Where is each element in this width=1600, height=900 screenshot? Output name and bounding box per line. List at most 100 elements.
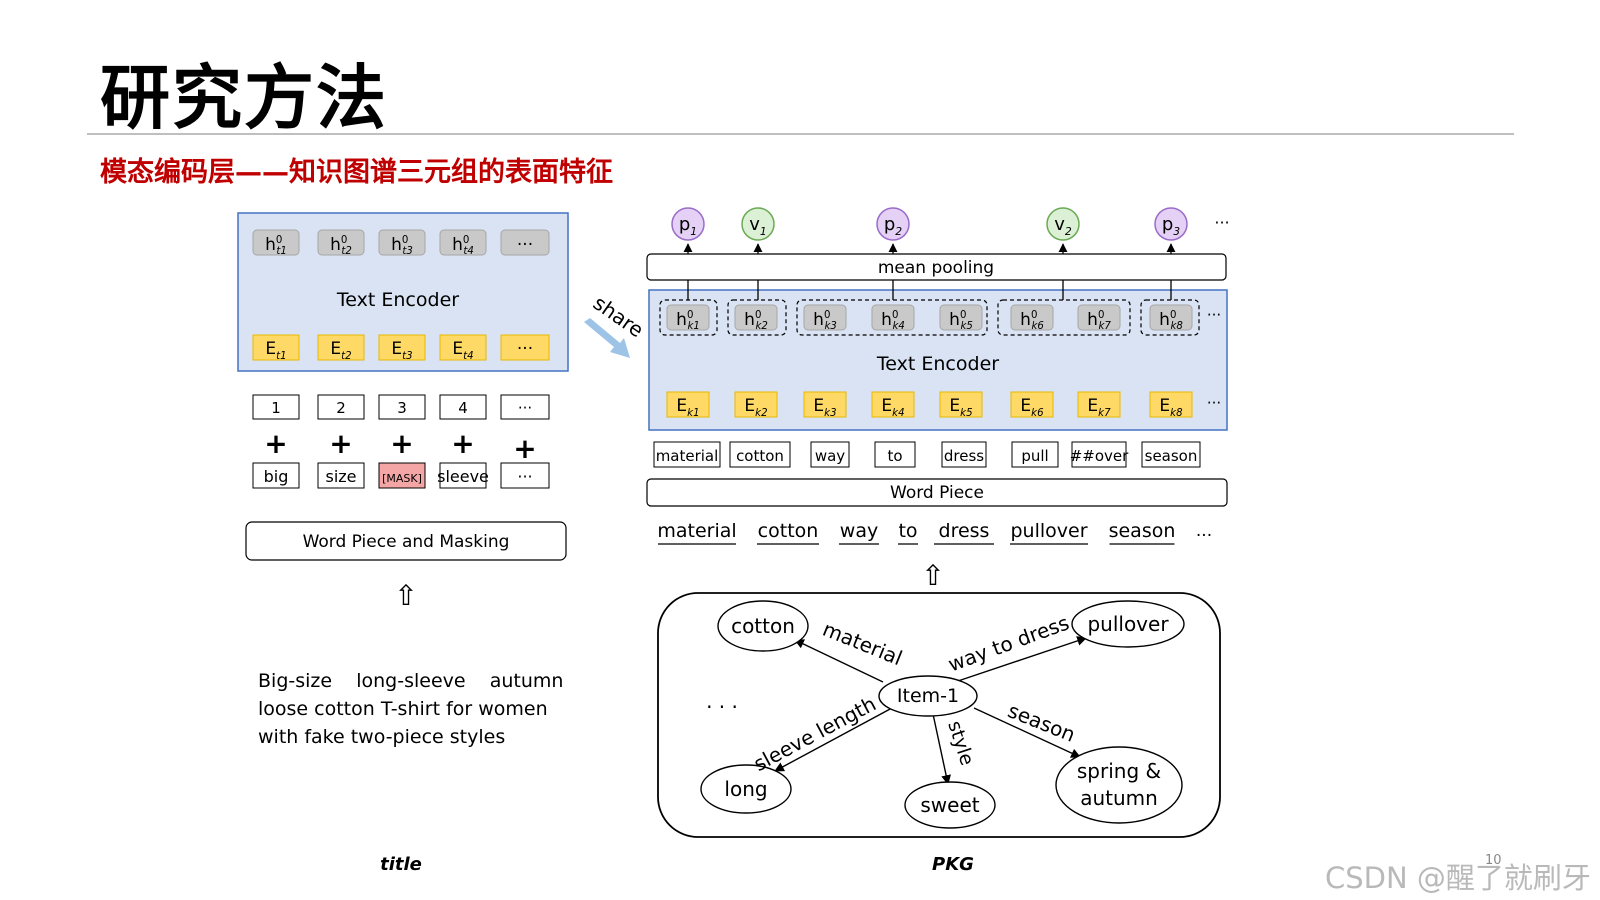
right-hidden-box: [1149, 304, 1193, 331]
wordpiece-label: material: [656, 447, 719, 465]
word-label: dress: [939, 520, 990, 542]
position-box: [252, 394, 300, 420]
word-label: season: [1109, 520, 1176, 542]
words-ellipsis: ...: [1196, 521, 1212, 541]
left-embedding-label: Et3: [391, 339, 412, 362]
left-wordpiece-box: Word Piece and Masking: [245, 521, 567, 561]
token-box: [252, 462, 300, 489]
token-label: [MASK]: [382, 472, 422, 485]
position-label: 1: [271, 399, 281, 417]
word-label: way: [840, 520, 878, 542]
left-hidden-box: [378, 229, 426, 256]
right-caption: PKG: [932, 854, 974, 875]
token-box: [317, 462, 365, 489]
right-embedding-box: [939, 391, 983, 418]
hidden-group-boxes: [659, 299, 1200, 336]
right-embedding-box: [666, 391, 710, 418]
token-box: [500, 462, 550, 489]
page-number: 10: [1485, 853, 1502, 868]
knowledge-graph: Item-1 cotton pullover long sweet spring…: [657, 592, 1221, 838]
node-pullover-label: pullover: [1087, 612, 1169, 636]
node-sweet-label: sweet: [920, 793, 979, 817]
node-spring-autumn: [1055, 746, 1183, 824]
left-hidden-box: [439, 229, 487, 256]
word-label: to: [898, 520, 917, 542]
plus-sign: +: [513, 432, 536, 465]
position-label: ···: [518, 399, 532, 417]
watermark: CSDN @醒了就刷牙: [1325, 861, 1591, 895]
right-embedding-label: Ek4: [881, 396, 904, 419]
mean-pooling-label: mean pooling: [878, 258, 994, 278]
right-wordpiece-label: Word Piece: [890, 483, 984, 503]
plus-sign: +: [451, 427, 474, 460]
left-embedding-box: [378, 334, 426, 361]
right-embedding-label: Ek6: [1020, 396, 1044, 419]
right-hidden-box: [871, 304, 915, 331]
mask-token-box: [378, 462, 426, 489]
title-text-line-2: loose cotton T-shirt for women: [258, 698, 548, 720]
share-arrow: share: [584, 291, 648, 358]
right-hidden-box: [666, 304, 710, 331]
wordpiece-box: [1141, 441, 1201, 468]
hidden-group-box: [1140, 299, 1200, 336]
hidden-group-box: [997, 299, 1131, 336]
left-embedding-label: Et1: [265, 339, 286, 362]
right-embedding-box: [871, 391, 915, 418]
token-label: sleeve: [437, 467, 489, 486]
plus-sign: +: [390, 427, 413, 460]
wordpiece-label: dress: [944, 447, 984, 465]
left-hidden-box: [500, 229, 550, 256]
predicate-output: [876, 207, 910, 241]
wordpiece-label: way: [815, 447, 845, 465]
right-hidden-box: [1077, 304, 1121, 331]
wordpiece-label: season: [1145, 447, 1198, 465]
predicate-output: [1154, 207, 1188, 241]
predicate-output: [671, 207, 705, 241]
right-embedding-box: [1149, 391, 1193, 418]
position-label: 3: [397, 399, 407, 417]
right-hidden-box: [1010, 304, 1054, 331]
node-sweet: [904, 781, 996, 829]
left-title-text: Big-size long-sleeve autumn loose cotton…: [258, 670, 563, 748]
wordpiece-label: cotton: [736, 447, 784, 465]
left-embedding-box: [252, 334, 300, 361]
left-encoder-label: Text Encoder: [336, 289, 459, 311]
right-hidden-box: [803, 304, 847, 331]
right-embedding-label: Ek2: [744, 396, 767, 419]
position-box: [317, 394, 365, 420]
wordpiece-label: ##over: [1070, 447, 1129, 465]
left-hidden-box: [317, 229, 365, 256]
node-pullover: [1071, 600, 1185, 648]
token-label: ···: [517, 467, 532, 486]
position-label: 4: [458, 399, 468, 417]
right-up-arrow-icon: ⇧: [921, 559, 944, 592]
output-label: v1: [749, 214, 767, 238]
wordpiece-box: [653, 441, 721, 468]
outputs-ellipsis: ···: [1214, 213, 1229, 232]
wordpiece-box: [1011, 441, 1059, 468]
pooling-connectors: [687, 280, 1172, 300]
right-embedding-box: [1010, 391, 1054, 418]
node-cotton: [717, 600, 809, 652]
title-divider: [87, 133, 1514, 135]
left-embedding-box: [500, 334, 550, 361]
wordpiece-box: [1071, 441, 1127, 468]
left-wordpiece-label: Word Piece and Masking: [303, 532, 510, 552]
right-embedding-label: Ek8: [1159, 396, 1183, 419]
right-hidden-box: [939, 304, 983, 331]
value-output: [1046, 207, 1080, 241]
value-output: [741, 207, 775, 241]
word-label: material: [657, 520, 736, 542]
